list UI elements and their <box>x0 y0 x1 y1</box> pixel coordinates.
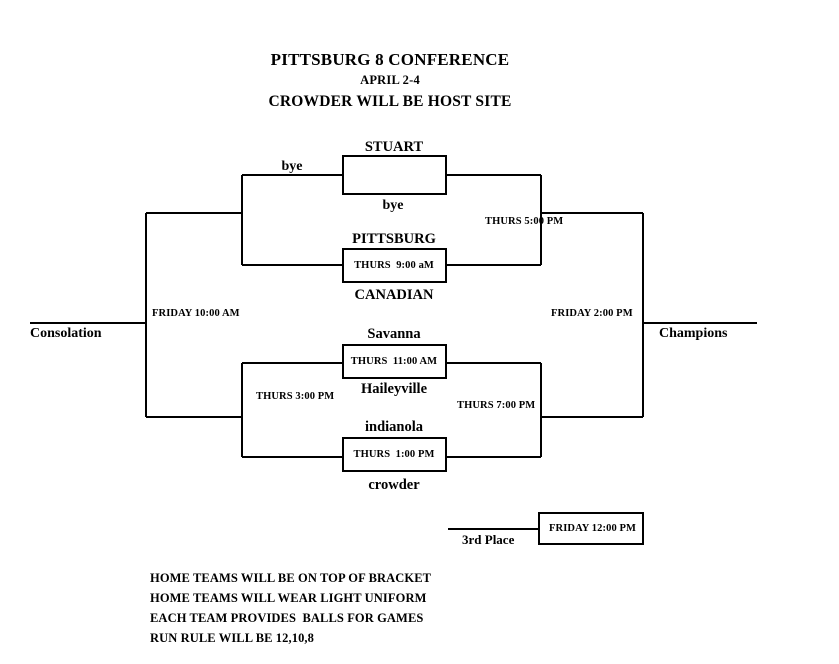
page-title: PITTSBURG 8 CONFERENCE <box>270 50 510 69</box>
footer-note-4: RUN RULE WILL BE 12,10,8 <box>150 631 315 645</box>
champions-end-label: Champions <box>659 326 728 341</box>
page-subtitle-dates: APRIL 2-4 <box>360 73 420 87</box>
round-time-lower-feed: THURS 3:00 PM <box>256 391 335 402</box>
game-time-2: THURS 9:00 aM <box>354 260 434 271</box>
round-time-consolation: FRIDAY 10:00 AM <box>152 308 240 319</box>
team-label-haileyville: Haileyville <box>360 381 428 397</box>
page-subtitle-host: CROWDER WILL BE HOST SITE <box>268 93 512 110</box>
team-label-stuart: STUART <box>364 139 424 155</box>
team-label-savanna: Savanna <box>367 326 421 342</box>
consolation-end-label: Consolation <box>30 326 102 341</box>
third-place-time: FRIDAY 12:00 PM <box>549 523 637 534</box>
round-time-lower-semi: THURS 7:00 PM <box>457 400 536 411</box>
game-box-1 <box>342 155 447 195</box>
game-time-3: THURS 11:00 AM <box>350 356 438 367</box>
team-label-bye-bottom: bye <box>382 198 404 213</box>
footer-note-2: HOME TEAMS WILL WEAR LIGHT UNIFORM <box>150 591 427 605</box>
third-place-label: 3rd Place <box>462 532 515 547</box>
game-box-3 <box>342 344 447 379</box>
round-time-final: FRIDAY 2:00 PM <box>551 308 633 319</box>
game-time-4: THURS 1:00 PM <box>353 449 435 460</box>
round-time-upper-semi: THURS 5:00 PM <box>485 216 564 227</box>
footer-note-3: EACH TEAM PROVIDES BALLS FOR GAMES <box>150 611 424 625</box>
game-box-2 <box>342 248 447 283</box>
team-label-canadian: CANADIAN <box>354 287 434 303</box>
game-box-4 <box>342 437 447 472</box>
footer-note-1: HOME TEAMS WILL BE ON TOP OF BRACKET <box>150 571 432 585</box>
team-label-indianola: indianola <box>364 419 424 435</box>
team-label-pittsburg: PITTSBURG <box>352 231 436 247</box>
team-label-bye-left: bye <box>281 159 303 174</box>
third-place-box <box>538 512 644 545</box>
team-label-crowder: crowder <box>368 477 420 493</box>
